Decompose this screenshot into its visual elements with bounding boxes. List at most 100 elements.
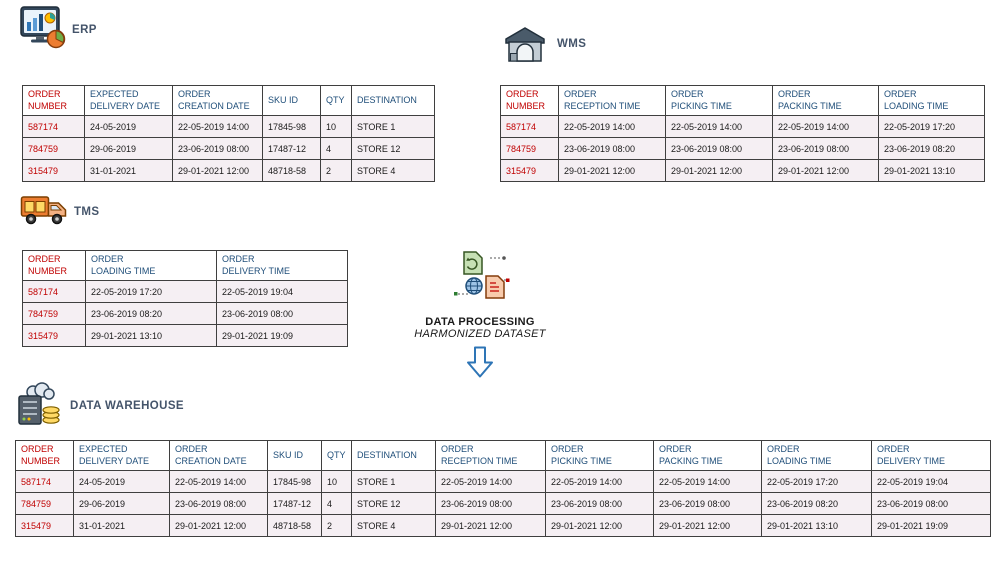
table-cell: 31-01-2021	[84, 159, 173, 182]
table-cell: 29-01-2021 12:00	[172, 159, 263, 182]
column-header: QTY	[320, 85, 352, 116]
table-cell: 17845-98	[267, 470, 322, 493]
table-cell: STORE 12	[351, 492, 436, 515]
order-number-cell: 587174	[22, 280, 86, 303]
table-cell: 22-05-2019 14:00	[545, 470, 654, 493]
table-cell: 22-05-2019 14:00	[435, 470, 546, 493]
column-header: ORDER PICKING TIME	[665, 85, 773, 116]
table-cell: 29-06-2019	[84, 137, 173, 160]
table-cell: 29-01-2021 13:10	[878, 159, 985, 182]
table-cell: 17487-12	[267, 492, 322, 515]
table-cell: 2	[321, 514, 352, 537]
column-header: ORDER LOADING TIME	[878, 85, 985, 116]
column-header: DESTINATION	[351, 85, 435, 116]
table-cell: 48718-58	[262, 159, 321, 182]
column-header: ORDER CREATION DATE	[172, 85, 263, 116]
column-header: ORDER DELIVERY TIME	[216, 250, 348, 281]
order-number-cell: 784759	[22, 137, 85, 160]
table-cell: 48718-58	[267, 514, 322, 537]
column-header: ORDER RECEPTION TIME	[435, 440, 546, 471]
table-cell: 29-01-2021 12:00	[545, 514, 654, 537]
table-cell: 29-01-2021 12:00	[653, 514, 762, 537]
delivery-truck-icon	[20, 192, 68, 233]
column-header: EXPECTED DELIVERY DATE	[84, 85, 173, 116]
erp-computer-charts-icon	[20, 6, 66, 55]
table-cell: 29-01-2021 12:00	[435, 514, 546, 537]
order-number-cell: 315479	[22, 159, 85, 182]
table-cell: 29-01-2021 13:10	[85, 324, 217, 347]
column-header: ORDER NUMBER	[22, 250, 86, 281]
processing-caption: DATA PROCESSING HARMONIZED DATASET	[360, 316, 600, 340]
column-header: DESTINATION	[351, 440, 436, 471]
data-warehouse-section-label: DATA WAREHOUSE	[70, 400, 184, 412]
column-header: ORDER PACKING TIME	[772, 85, 879, 116]
table-cell: 22-05-2019 14:00	[653, 470, 762, 493]
table-cell: 22-05-2019 17:20	[85, 280, 217, 303]
table-cell: 22-05-2019 17:20	[761, 470, 872, 493]
table-cell: 22-05-2019 19:04	[871, 470, 991, 493]
column-header: ORDER CREATION DATE	[169, 440, 268, 471]
table-cell: 23-06-2019 08:00	[665, 137, 773, 160]
table-cell: 23-06-2019 08:20	[761, 492, 872, 515]
table-cell: 4	[320, 137, 352, 160]
table-cell: 22-05-2019 14:00	[169, 470, 268, 493]
table-cell: 23-06-2019 08:00	[169, 492, 268, 515]
order-number-cell: 587174	[15, 470, 74, 493]
order-number-cell: 784759	[500, 137, 559, 160]
table-cell: STORE 1	[351, 115, 435, 138]
table-cell: 29-01-2021 13:10	[761, 514, 872, 537]
processing-subtitle: HARMONIZED DATASET	[414, 328, 546, 340]
processing-title: DATA PROCESSING	[425, 316, 535, 328]
tms-section-label: TMS	[74, 206, 100, 218]
order-number-cell: 315479	[500, 159, 559, 182]
table-cell: 29-01-2021 12:00	[169, 514, 268, 537]
column-header: ORDER PICKING TIME	[545, 440, 654, 471]
table-cell: 10	[321, 470, 352, 493]
table-cell: 17845-98	[262, 115, 321, 138]
table-cell: 29-01-2021 12:00	[558, 159, 666, 182]
order-number-cell: 784759	[15, 492, 74, 515]
column-header: ORDER RECEPTION TIME	[558, 85, 666, 116]
table-cell: 29-01-2021 19:09	[871, 514, 991, 537]
table-cell: 23-06-2019 08:20	[878, 137, 985, 160]
table-cell: 31-01-2021	[73, 514, 170, 537]
table-cell: 23-06-2019 08:00	[871, 492, 991, 515]
table-cell: STORE 4	[351, 514, 436, 537]
order-number-cell: 587174	[500, 115, 559, 138]
table-cell: 4	[321, 492, 352, 515]
table-cell: 23-06-2019 08:00	[545, 492, 654, 515]
column-header: QTY	[321, 440, 352, 471]
database-server-cloud-icon	[16, 382, 62, 431]
table-cell: 23-06-2019 08:00	[653, 492, 762, 515]
table-cell: 17487-12	[262, 137, 321, 160]
table-cell: 22-05-2019 17:20	[878, 115, 985, 138]
order-number-cell: 315479	[15, 514, 74, 537]
table-cell: 23-06-2019 08:00	[172, 137, 263, 160]
column-header: ORDER PACKING TIME	[653, 440, 762, 471]
column-header: ORDER LOADING TIME	[761, 440, 872, 471]
table-cell: 10	[320, 115, 352, 138]
table-cell: 2	[320, 159, 352, 182]
down-arrow-icon	[466, 346, 494, 383]
table-cell: 23-06-2019 08:00	[216, 302, 348, 325]
table-cell: 22-05-2019 14:00	[558, 115, 666, 138]
table-cell: STORE 4	[351, 159, 435, 182]
table-cell: 22-05-2019 14:00	[772, 115, 879, 138]
column-header: ORDER NUMBER	[15, 440, 74, 471]
table-cell: STORE 12	[351, 137, 435, 160]
